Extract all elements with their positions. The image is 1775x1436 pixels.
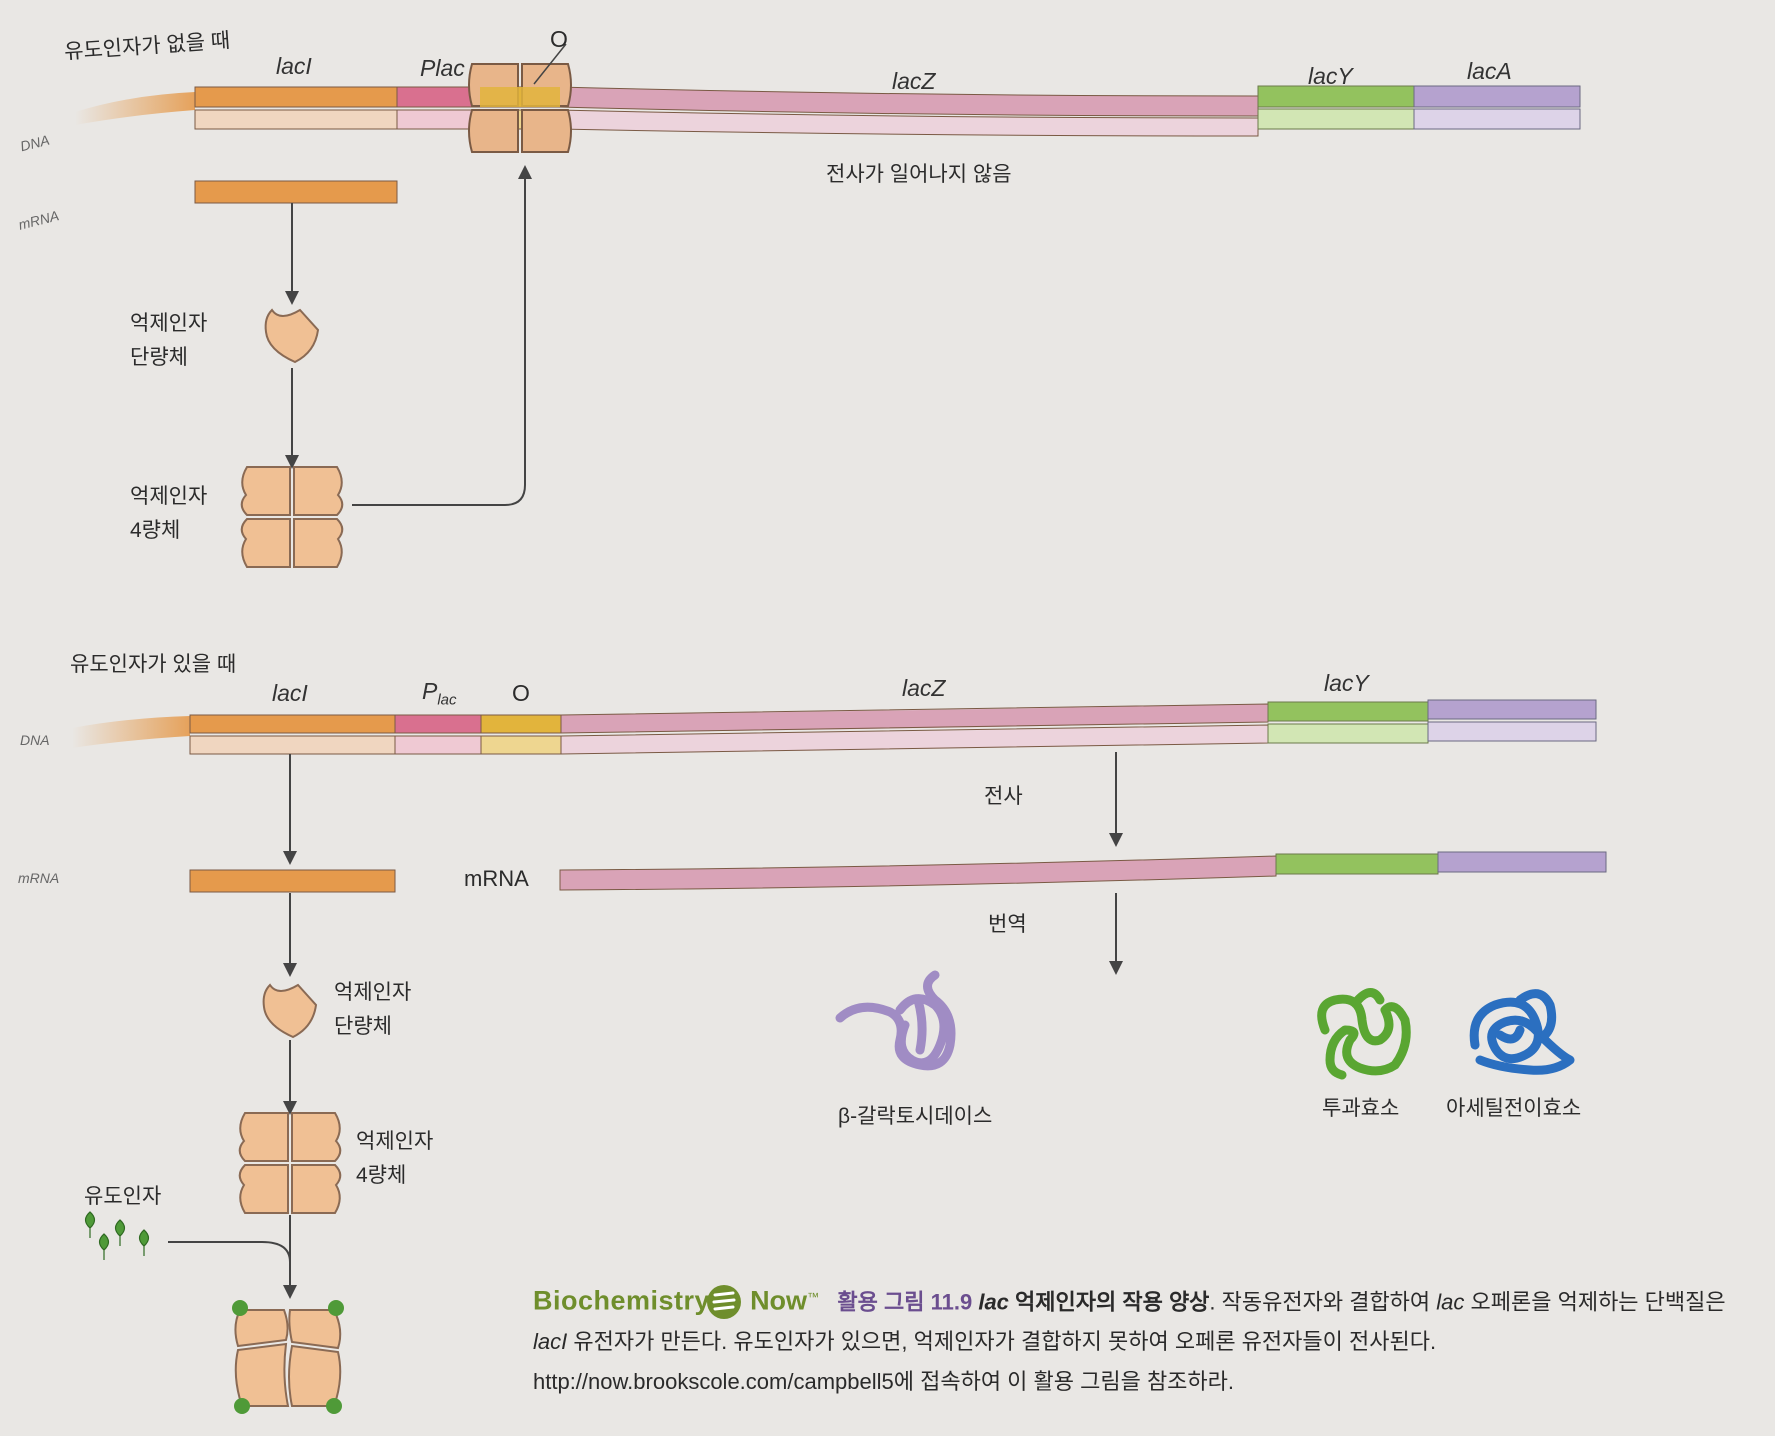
now-logo-icon bbox=[707, 1285, 741, 1319]
top-lacZ-lower bbox=[557, 109, 1259, 137]
top-plac-lower bbox=[396, 109, 481, 130]
permease-protein bbox=[1317, 988, 1411, 1080]
top-monomer-line2: 단량체 bbox=[130, 346, 188, 369]
bottom-tetramer-label: 억제인자 4량체 bbox=[356, 1125, 433, 1193]
top-tetramer-line2: 4량체 bbox=[130, 519, 181, 542]
bottom-condition-label: 유도인자가 있을 때 bbox=[70, 653, 237, 676]
bottom-tetramer-line2: 4량체 bbox=[356, 1164, 407, 1187]
bottom-plac-sub: lac bbox=[437, 691, 457, 709]
bottom-mrna-side-label: mRNA bbox=[18, 870, 60, 886]
bottom-repressor-monomer bbox=[262, 983, 318, 1039]
caption-title: 억제인자의 작용 양상 bbox=[1008, 1289, 1210, 1315]
top-lacY-label: lacY bbox=[1308, 63, 1353, 89]
inducer-molecules bbox=[84, 1211, 150, 1260]
no-transcription-label: 전사가 일어나지 않음 bbox=[826, 163, 1012, 186]
top-lacI-mrna bbox=[194, 180, 398, 204]
top-monomer-label: 억제인자 단량체 bbox=[130, 307, 207, 375]
top-repressor-monomer bbox=[264, 308, 320, 364]
top-lacA-label: lacA bbox=[1467, 58, 1512, 84]
top-dna bbox=[75, 85, 1581, 137]
inducer-bound-repressor bbox=[232, 1300, 344, 1414]
bottom-lacZ-label: lacZ bbox=[902, 675, 946, 701]
bottom-lacY-label: lacY bbox=[1324, 670, 1369, 696]
top-lacA-upper bbox=[1413, 85, 1581, 108]
top-lacI-lower bbox=[194, 109, 398, 130]
bottom-monomer-line2: 단량체 bbox=[334, 1015, 392, 1038]
caption-tm: ™ bbox=[807, 1290, 820, 1304]
transcription-label: 전사 bbox=[984, 785, 1023, 808]
bottom-repressor-tetramer bbox=[238, 1112, 342, 1214]
top-operator-label: O bbox=[550, 26, 568, 52]
transacetylase-protein bbox=[1469, 989, 1575, 1075]
translation-label: 번역 bbox=[988, 913, 1027, 936]
top-lacY-lower bbox=[1257, 108, 1415, 130]
bottom-plac-main: P bbox=[422, 678, 438, 704]
caption-url-line[interactable]: http://now.brookscole.com/campbell5에 접속하… bbox=[533, 1369, 1235, 1395]
inducer-join-line bbox=[168, 1241, 291, 1263]
bottom-plac-label: Plac bbox=[422, 678, 457, 709]
top-lacI-upper bbox=[194, 86, 398, 108]
bottom-dna-side-label: DNA bbox=[20, 732, 50, 748]
operator-pointer-line bbox=[533, 43, 567, 85]
top-tetramer-label: 억제인자 4량체 bbox=[130, 480, 207, 548]
bottom-lacI-label: lacI bbox=[272, 680, 308, 706]
top-lacA-lower bbox=[1413, 108, 1581, 130]
top-dna-fade bbox=[75, 92, 195, 125]
caption-brand-now: Now bbox=[750, 1285, 808, 1316]
bottom-lacI-mrna bbox=[189, 869, 396, 893]
bottom-polycistronic-mrna bbox=[559, 851, 1607, 891]
inducer-label: 유도인자 bbox=[84, 1185, 162, 1208]
permease-label: 투과효소 bbox=[1322, 1097, 1400, 1120]
bottom-operator-label: O bbox=[512, 680, 530, 706]
caption-text2-italic: lacI bbox=[533, 1329, 568, 1355]
top-tetramer-line1: 억제인자 bbox=[130, 485, 208, 508]
beta-galactosidase-protein bbox=[835, 970, 956, 1071]
top-repressor-tetramer bbox=[240, 466, 344, 568]
mrna-label: mRNA bbox=[464, 866, 529, 891]
bottom-dna-fade bbox=[72, 716, 190, 748]
bottom-monomer-line1: 억제인자 bbox=[334, 981, 412, 1004]
transacetylase-label: 아세틸전이효소 bbox=[1446, 1097, 1582, 1120]
caption-text2: 오페론을 억제하는 단백질은 bbox=[1464, 1289, 1726, 1315]
bound-repressor-tetramer bbox=[468, 63, 572, 153]
bottom-tetramer-line1: 억제인자 bbox=[356, 1130, 434, 1153]
top-lacI-label: lacI bbox=[276, 53, 312, 79]
caption-text1-italic: lac bbox=[1436, 1289, 1465, 1315]
beta-galactosidase-label: β-갈락토시데이스 bbox=[838, 1105, 993, 1128]
top-plac-label: Plac bbox=[420, 55, 465, 81]
caption-figure-number: 활용 그림 11.9 bbox=[837, 1289, 973, 1315]
top-arrow-to-operator bbox=[352, 165, 532, 506]
caption-text1: . 작동유전자와 결합하여 bbox=[1209, 1289, 1437, 1315]
top-plac-upper bbox=[396, 86, 481, 108]
caption-title-italic: lac bbox=[978, 1289, 1009, 1315]
bottom-dna bbox=[72, 699, 1597, 755]
caption-brand: Biochemistry bbox=[533, 1285, 711, 1316]
figure-caption: Biochemistry Now™ 활용 그림 11.9 lac 억제인자의 작용… bbox=[533, 1277, 1748, 1402]
bottom-monomer-label: 억제인자 단량체 bbox=[334, 976, 411, 1044]
top-lacZ-label: lacZ bbox=[892, 68, 936, 94]
caption-text3: 유전자가 만든다. 유도인자가 있으면, 억제인자가 결합하지 못하여 오페론 … bbox=[567, 1329, 1437, 1355]
top-monomer-line1: 억제인자 bbox=[130, 312, 208, 335]
